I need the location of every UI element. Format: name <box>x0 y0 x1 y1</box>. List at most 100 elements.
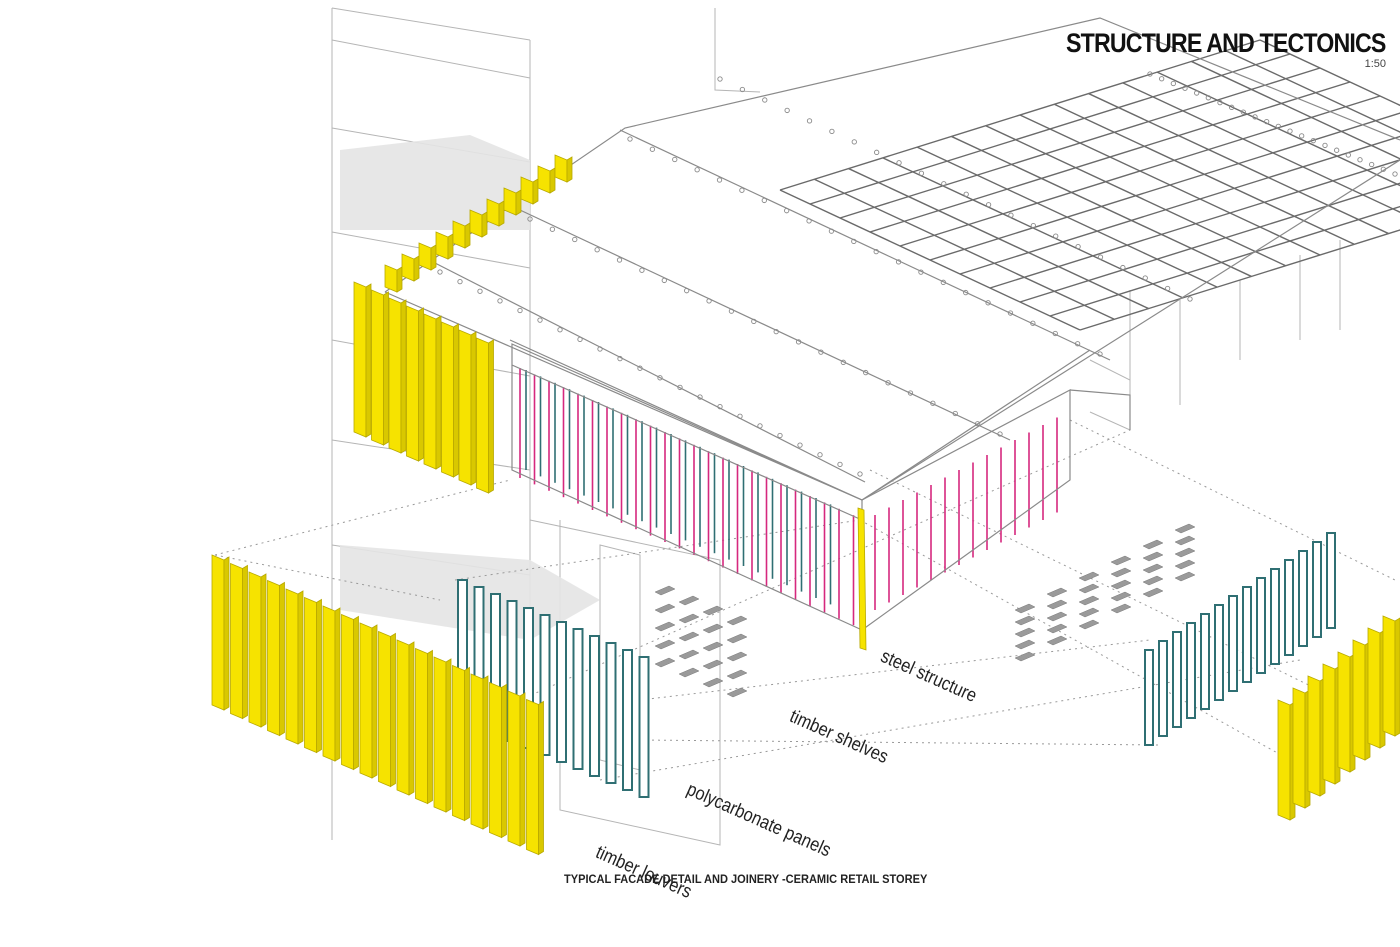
polycarbonate-panel <box>1200 613 1210 710</box>
shelf-tile <box>1046 623 1068 634</box>
beam-hole <box>857 471 863 477</box>
louver-fin-side <box>481 211 488 238</box>
shelf-tile <box>1078 619 1100 630</box>
shelf-tile <box>1078 571 1100 582</box>
louver-fin <box>554 154 568 183</box>
polycarbonate-panel <box>1186 622 1196 719</box>
louver-fin <box>1367 627 1381 749</box>
beam-hole <box>751 318 757 325</box>
beam-hole <box>1229 104 1235 110</box>
beam-hole <box>637 365 643 371</box>
beam-hole <box>672 156 678 163</box>
shelf-tile <box>702 641 724 652</box>
beam-hole <box>517 307 523 314</box>
beam-hole <box>657 375 663 381</box>
louver-fin <box>441 321 454 478</box>
beam-hole <box>863 369 869 376</box>
grating-bar <box>809 53 1291 205</box>
louver-fin <box>470 673 484 830</box>
beam-hole <box>697 394 703 400</box>
shelf-tile <box>1078 583 1100 594</box>
beam-hole <box>572 236 578 243</box>
beam-hole <box>1053 233 1059 239</box>
shelf-tile <box>1110 579 1132 590</box>
shelf-tile <box>654 657 676 668</box>
grating-bar <box>989 159 1400 289</box>
beam-hole <box>952 410 958 417</box>
shelf-tile <box>1174 523 1196 534</box>
shelf-tile <box>1046 587 1068 598</box>
shelf-tile <box>654 621 676 632</box>
beam-hole <box>594 247 600 253</box>
louver-fin <box>341 613 354 771</box>
louver-fin-side <box>488 339 494 494</box>
louver-fin <box>520 176 534 205</box>
beam-hole <box>837 461 843 468</box>
shelf-tile <box>1110 591 1132 602</box>
shelf-tile <box>1142 575 1164 586</box>
beam-hole <box>1008 212 1014 218</box>
grating-bar <box>869 81 1351 233</box>
beam-hole <box>918 269 924 275</box>
beam-hole <box>1334 147 1340 153</box>
louver-fin <box>469 209 483 238</box>
shelf-tile <box>702 605 724 616</box>
louver-fin <box>452 664 465 822</box>
louver-fin <box>476 337 489 494</box>
beam-hole <box>829 128 835 135</box>
louver-fin-side <box>316 598 322 754</box>
shelf-tile <box>1046 611 1068 622</box>
shelf-tile <box>654 603 676 614</box>
polycarbonate-panel <box>1144 649 1154 746</box>
louver-fin <box>458 329 472 486</box>
beam-hole <box>1074 341 1081 347</box>
beam-hole <box>907 390 914 396</box>
shelf-tile <box>726 633 748 644</box>
beam-hole <box>1182 85 1188 91</box>
beam-hole <box>639 267 645 273</box>
beam-hole <box>895 259 902 265</box>
beam-hole <box>717 76 723 82</box>
louver-fin <box>435 231 449 260</box>
steel-structure-frame <box>519 368 1058 626</box>
louver-fin-side <box>453 323 459 478</box>
louver-post <box>857 507 867 651</box>
louver-fin <box>322 605 336 762</box>
grating-bar <box>1259 39 1400 107</box>
beam-hole <box>797 442 803 448</box>
beam-hole <box>617 355 623 362</box>
louver-fin-side <box>482 675 489 830</box>
beam-hole <box>795 339 802 345</box>
beam-hole <box>1187 296 1193 302</box>
beam-hole <box>761 197 767 204</box>
louver-fin <box>1382 615 1396 737</box>
beam-hole <box>597 346 603 352</box>
shelf-tile <box>1142 551 1164 562</box>
louver-fin-side <box>279 581 285 737</box>
louver-fin-side <box>430 244 437 271</box>
drawing-title: STRUCTURE AND TECTONICS <box>1066 28 1386 58</box>
shelf-tile <box>726 687 748 698</box>
beam-hole <box>577 336 583 342</box>
louver-fin-side <box>400 299 407 454</box>
drawing-scale: 1:50 <box>1364 58 1386 70</box>
beam-hole <box>557 327 563 333</box>
beam-hole <box>661 277 667 284</box>
shelf-tile <box>1142 539 1164 550</box>
polycarbonate-panel <box>539 614 551 756</box>
polycarbonate-panel <box>638 656 650 798</box>
beam-hole <box>616 257 623 263</box>
beam-hole <box>1142 275 1148 281</box>
louver-fin <box>489 681 502 839</box>
polycarbonate-panel <box>1242 586 1252 683</box>
louver-fin-side <box>396 266 403 293</box>
beam-hole <box>649 146 656 152</box>
louver-fin-side <box>371 624 378 779</box>
louver-fin <box>401 253 415 282</box>
shelf-tile <box>726 669 748 680</box>
polycarbonate-panel <box>1214 604 1224 701</box>
beam-hole <box>737 413 743 419</box>
louver-fin <box>1307 675 1321 797</box>
louver-fin <box>406 305 419 462</box>
beam-hole <box>1322 142 1328 149</box>
